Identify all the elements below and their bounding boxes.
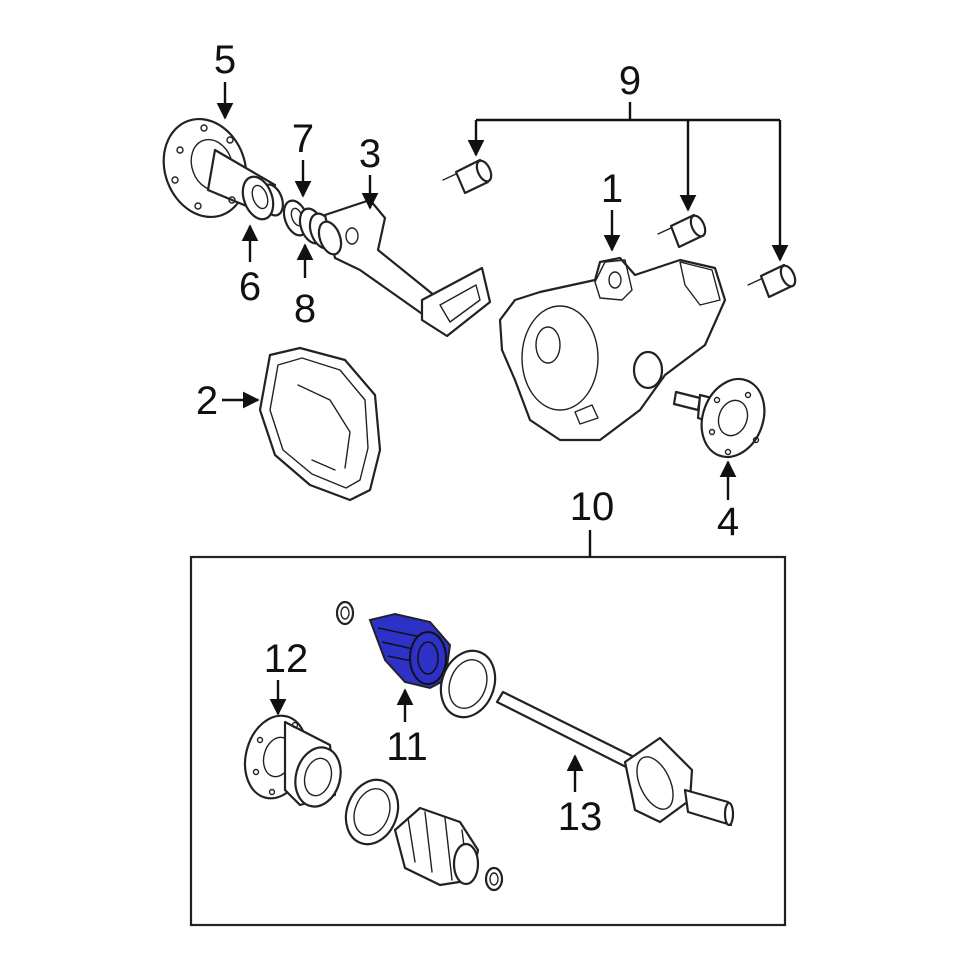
small-clamp-ring-bottom[interactable] (484, 866, 504, 892)
part-13-axle-shaft[interactable] (495, 690, 735, 827)
callout-8: 8 (294, 287, 316, 331)
small-clamp-ring-top[interactable] (335, 600, 355, 626)
part-9-bushing-left[interactable] (442, 158, 494, 195)
callout-3: 3 (359, 132, 381, 176)
part-11-boot-highlighted[interactable] (368, 612, 452, 690)
callout-13: 13 (558, 795, 603, 839)
callout-2: 2 (196, 379, 218, 423)
part-12-inner-joint-housing[interactable] (236, 709, 347, 812)
callout-4: 4 (717, 500, 739, 544)
callout-1: 1 (601, 167, 623, 211)
callout-12: 12 (264, 637, 309, 681)
callout-9: 9 (619, 59, 641, 103)
lower-boot[interactable] (393, 806, 480, 887)
callout-11: 11 (386, 725, 428, 769)
callout-6: 6 (239, 265, 261, 309)
part-9-bushing-middle[interactable] (657, 213, 708, 249)
lower-clamp-ring[interactable] (337, 772, 407, 851)
part-10-assembly-box (189, 555, 787, 927)
part-3-axle-tube[interactable] (315, 198, 492, 338)
callout-10: 10 (570, 485, 615, 529)
part-2-differential-cover[interactable] (258, 346, 382, 502)
callout-7: 7 (292, 117, 314, 161)
callout-arrows (216, 82, 789, 792)
part-6-washer[interactable] (237, 173, 278, 224)
part-1-differential-housing[interactable] (498, 256, 727, 442)
boot-clamp-ring[interactable] (432, 643, 504, 725)
part-9-bushing-right[interactable] (747, 263, 798, 299)
part-4-pinion-flange[interactable] (672, 370, 775, 466)
callout-5: 5 (214, 38, 236, 82)
callout-labels: 5 7 3 6 8 9 1 2 4 10 12 11 13 (196, 38, 739, 839)
